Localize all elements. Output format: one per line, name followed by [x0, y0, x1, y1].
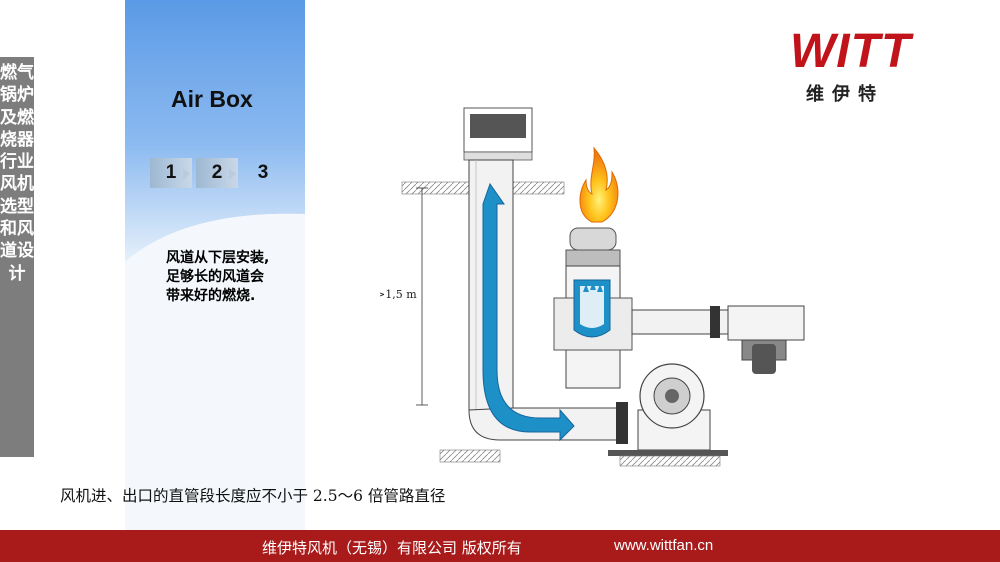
description-line: 风道从下层安装,	[166, 250, 270, 266]
step-2-button[interactable]: 2	[196, 158, 238, 188]
dimension-line	[416, 187, 428, 406]
play-arrow-icon	[229, 168, 236, 180]
roof-hood	[463, 107, 533, 161]
page-title: Air Box	[171, 86, 253, 112]
play-arrow-icon	[183, 168, 190, 180]
footer-company: 维伊特风机（无锡）有限公司 版权所有	[262, 539, 522, 557]
dimension-label: >1,5 m	[380, 288, 417, 301]
blue-gradient-panel	[125, 0, 305, 562]
footer-bar: 维伊特风机（无锡）有限公司 版权所有 www.wittfan.cn	[0, 530, 1000, 562]
step-3-button[interactable]: 3	[242, 158, 284, 188]
sidebar-strip	[0, 57, 34, 457]
burner-outlet-duct	[631, 305, 805, 374]
lower-floor-slab	[439, 449, 721, 467]
caption-text: 风机进、出口的直管段长度应不小于 2.5～6 倍管路直径	[60, 487, 446, 505]
step-2-label: 2	[211, 162, 223, 183]
step-1-button[interactable]: 1	[150, 158, 192, 188]
logo-chinese-name: 维伊特	[806, 84, 884, 105]
step-3-label: 3	[257, 162, 269, 183]
description-line: 带来好的燃烧.	[166, 288, 256, 304]
burner-housing	[553, 227, 633, 389]
witt-logo: WITT	[790, 25, 912, 78]
description-line: 足够长的风道会	[166, 269, 264, 285]
flame-icon	[579, 146, 619, 223]
footer-website-link[interactable]: www.wittfan.cn	[614, 537, 714, 554]
air-flow-arrow	[482, 182, 575, 442]
description-text: 风道从下层安装, 足够长的风道会 带来好的燃烧.	[166, 249, 269, 306]
air-duct-diagram: >1,5 m	[380, 107, 805, 467]
sidebar-label: 燃气锅炉及燃烧器行业风机选型和风道设计	[0, 63, 34, 284]
step-1-label: 1	[165, 162, 177, 183]
centrifugal-fan	[608, 363, 728, 456]
